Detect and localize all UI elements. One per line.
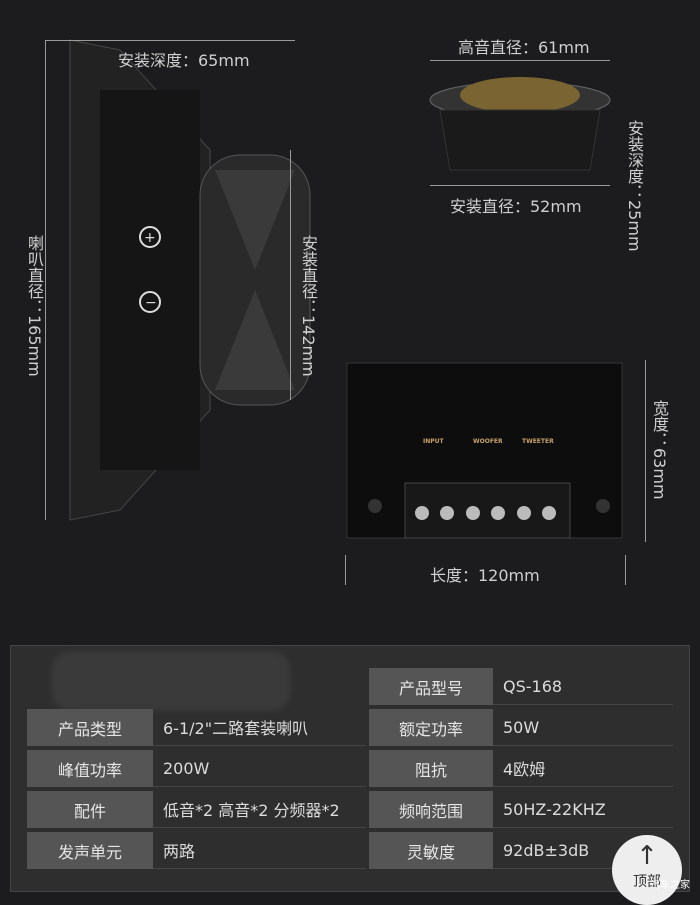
spec-label: 产品型号 <box>369 668 493 705</box>
spec-value: 6-1/2"二路套装喇叭 <box>153 709 366 746</box>
spec-value: 4欧姆 <box>493 750 673 787</box>
svg-text:−: − <box>145 295 157 311</box>
spec-label: 灵敏度 <box>369 832 493 869</box>
spec-label: 阻抗 <box>369 750 493 787</box>
spec-value: 92dB±3dB <box>493 832 673 869</box>
spec-value: 两路 <box>153 832 366 869</box>
woofer-diameter-label: 喇叭直径：165mm <box>25 235 44 377</box>
woofer-mount-diameter-label: 安装直径：142mm <box>299 235 318 377</box>
spec-value: 低音*2 高音*2 分频器*2 <box>153 791 366 828</box>
tweeter-mount-diameter-label: 安装直径：52mm <box>450 197 582 216</box>
tweeter-label: TWEETER <box>522 438 554 445</box>
input-label: INPUT <box>423 438 444 445</box>
back-to-top-label: 顶部 <box>633 874 661 890</box>
spec-label: 产品类型 <box>27 709 153 746</box>
spec-label: 配件 <box>27 791 153 828</box>
spec-label: 发声单元 <box>27 832 153 869</box>
redacted-block <box>51 651 291 711</box>
back-to-top-button[interactable]: ↑ 顶部 <box>612 835 682 905</box>
spec-value: 50W <box>493 709 673 746</box>
spec-label: 频响范围 <box>369 791 493 828</box>
woofer-image: + − <box>69 39 311 521</box>
woofer-label: WOOFER <box>473 438 503 445</box>
spec-value: QS-168 <box>493 668 673 705</box>
spec-value: 200W <box>153 750 366 787</box>
woofer-depth-label: 安装深度：65mm <box>118 51 250 70</box>
spec-label: 额定功率 <box>369 709 493 746</box>
svg-text:+: + <box>144 230 156 246</box>
crossover-length-label: 长度：120mm <box>430 566 540 585</box>
tweeter-diameter-label: 高音直径：61mm <box>458 38 590 57</box>
tweeter-image <box>429 77 611 171</box>
spec-panel: 产品类型 6-1/2"二路套装喇叭 峰值功率 200W 配件 低音*2 高音*2… <box>10 645 690 892</box>
spec-label: 峰值功率 <box>27 750 153 787</box>
crossover-width-label: 宽度：63mm <box>650 400 669 500</box>
tweeter-depth-label: 安装深度：25mm <box>625 120 644 252</box>
arrow-up-icon: ↑ <box>636 841 658 871</box>
spec-value: 50HZ-22KHZ <box>493 791 673 828</box>
watermark: 汽车之家 <box>650 880 690 891</box>
crossover-image <box>346 362 623 539</box>
